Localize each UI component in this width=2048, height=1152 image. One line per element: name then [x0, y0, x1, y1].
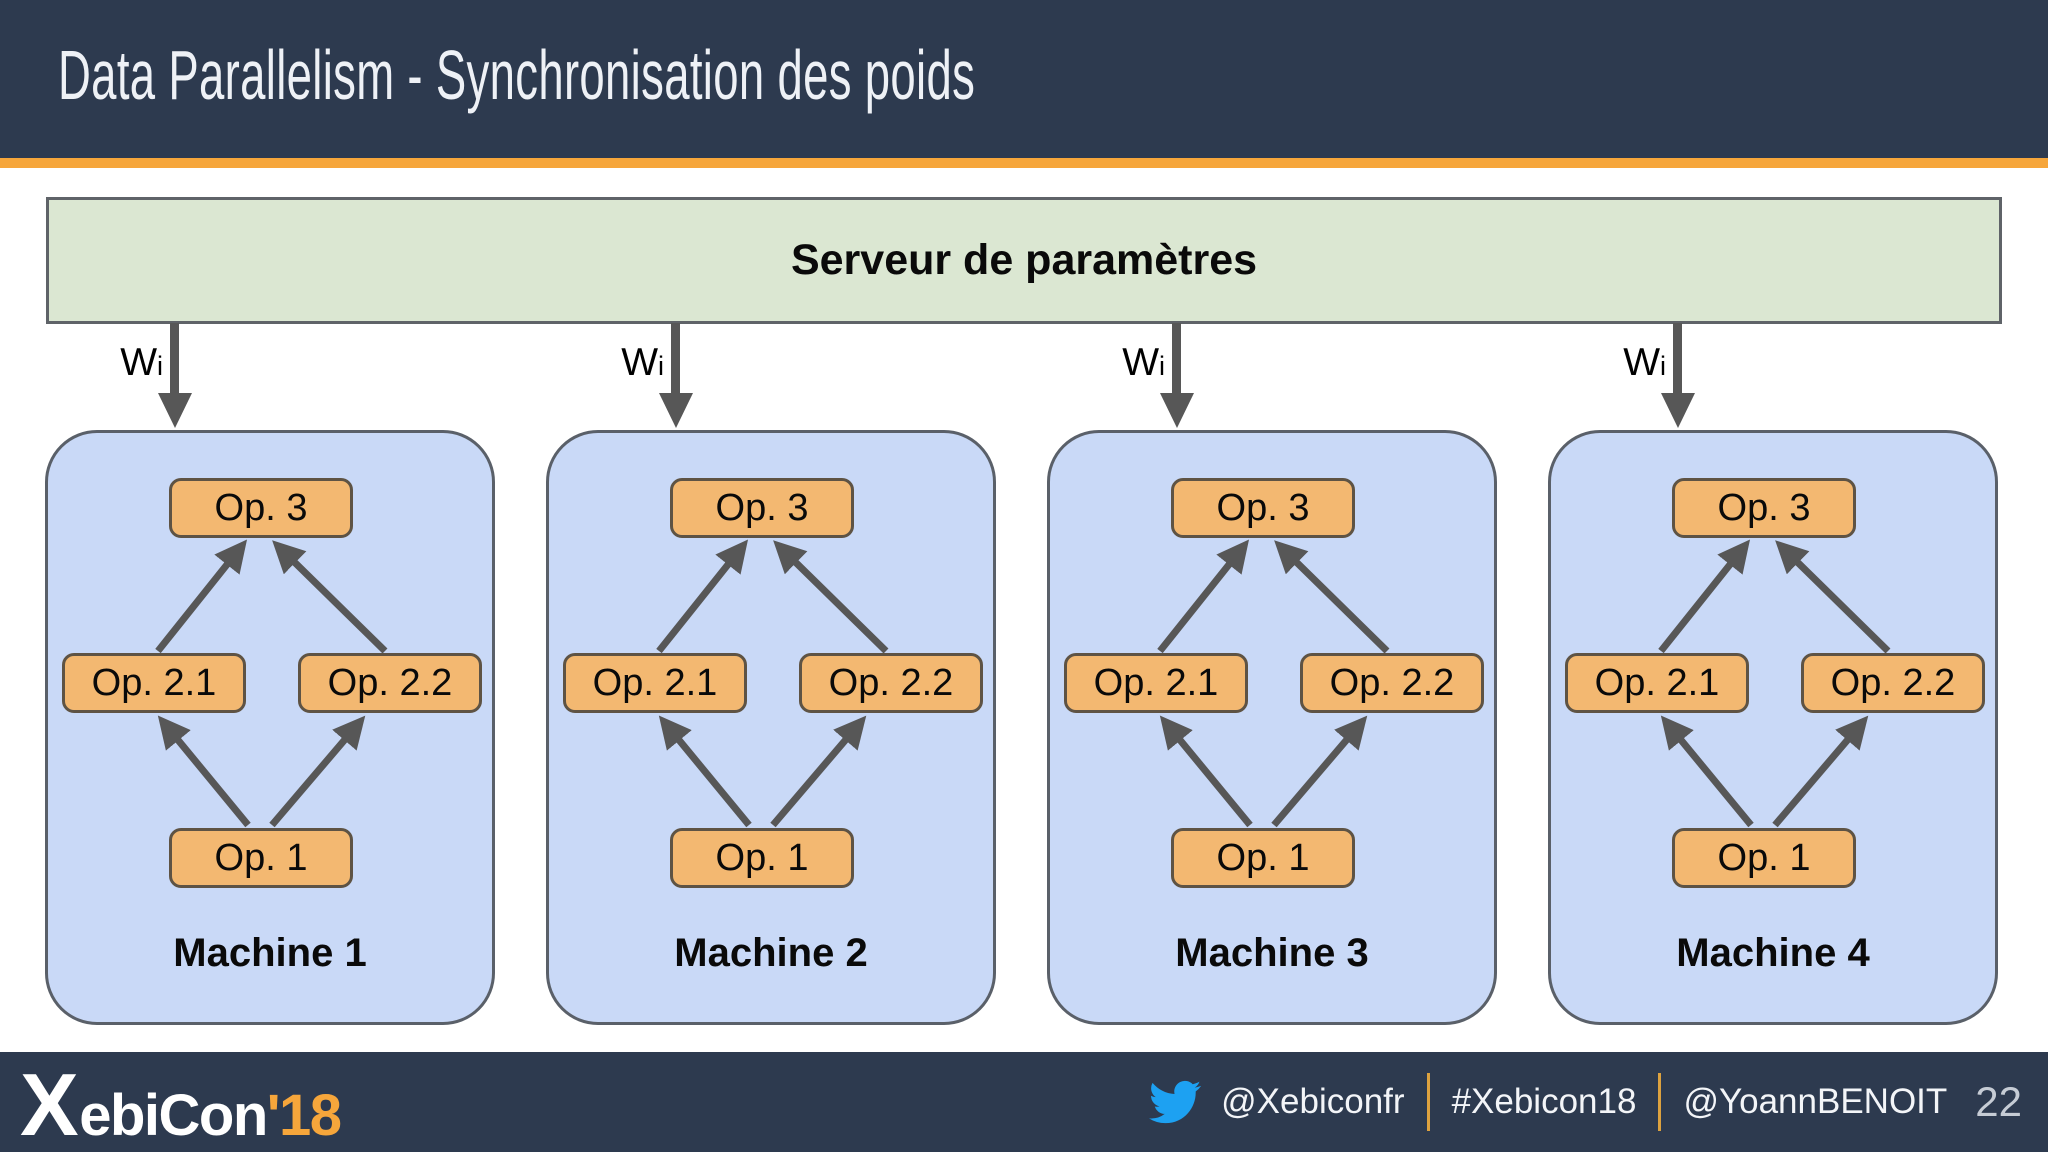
- dag-arrows: [155, 539, 388, 828]
- weight-arrow-head: [659, 393, 693, 428]
- slide-title: Data Parallelism - Synchronisation des p…: [58, 36, 976, 114]
- weight-arrow-shaft: [1172, 323, 1181, 395]
- op-node: Op. 3: [1171, 478, 1355, 538]
- op-node: Op. 3: [1672, 478, 1856, 538]
- op-node: Op. 2.1: [1565, 653, 1749, 713]
- logo-year: '18: [266, 1083, 342, 1148]
- op-node: Op. 2.2: [298, 653, 482, 713]
- header-bar: Data Parallelism - Synchronisation des p…: [0, 0, 2048, 158]
- twitter-bird-icon: [1149, 1076, 1202, 1128]
- op-node: Op. 2.1: [563, 653, 747, 713]
- footer-divider: [1426, 1073, 1430, 1131]
- op-node: Op. 2.2: [1801, 653, 1985, 713]
- dag-arrows: [1157, 539, 1390, 828]
- machine-label: Machine 2: [674, 931, 868, 975]
- weight-arrow-shaft: [1673, 323, 1682, 395]
- accent-bar: [0, 158, 2048, 168]
- parameter-server-label: Serveur de paramètres: [790, 236, 1258, 284]
- machine-box-3: Op. 3 Op. 2.1 Op. 2.2 Op. 1 Machine 3: [1047, 430, 1497, 1025]
- footer-divider: [1658, 1073, 1662, 1131]
- machine-label: Machine 3: [1175, 931, 1369, 975]
- twitter-handle: @Xebiconfr: [1221, 1082, 1405, 1121]
- weight-arrow-head: [1661, 393, 1695, 428]
- weight-label: Wi: [621, 341, 664, 384]
- op-node: Op. 2.1: [1064, 653, 1248, 713]
- weight-arrow-head: [1160, 393, 1194, 428]
- machine-box-4: Op. 3 Op. 2.1 Op. 2.2 Op. 1 Machine 4: [1548, 430, 1998, 1025]
- dag-arrows: [1658, 539, 1891, 828]
- weight-label: Wi: [1122, 341, 1165, 384]
- machine-label: Machine 4: [1676, 931, 1870, 975]
- op-node: Op. 2.1: [62, 653, 246, 713]
- logo-text: ebiCon: [79, 1083, 268, 1148]
- machine-box-2: Op. 3 Op. 2.1 Op. 2.2 Op. 1 Machine 2: [546, 430, 996, 1025]
- slide-page-number: 22: [1975, 1078, 2022, 1125]
- op-node: Op. 1: [169, 828, 353, 888]
- op-node: Op. 1: [670, 828, 854, 888]
- op-node: Op. 2.2: [1300, 653, 1484, 713]
- op-node: Op. 3: [169, 478, 353, 538]
- logo-x-glyph: X: [20, 1055, 79, 1152]
- parameter-server-box: Serveur de paramètres: [46, 197, 2002, 324]
- machine-box-1: Op. 3 Op. 2.1 Op. 2.2 Op. 1 Machine 1: [45, 430, 495, 1025]
- machine-label: Machine 1: [173, 931, 367, 975]
- event-hashtag: #Xebicon18: [1451, 1082, 1637, 1121]
- weight-arrow-shaft: [170, 323, 179, 395]
- op-node: Op. 2.2: [799, 653, 983, 713]
- weight-arrow-shaft: [671, 323, 680, 395]
- speaker-handle: @YoannBENOIT: [1683, 1082, 1948, 1121]
- op-node: Op. 1: [1171, 828, 1355, 888]
- dag-arrows: [656, 539, 889, 828]
- weight-label: Wi: [1623, 341, 1666, 384]
- weight-arrow-head: [158, 393, 192, 428]
- op-node: Op. 3: [670, 478, 854, 538]
- op-node: Op. 1: [1672, 828, 1856, 888]
- weight-label: Wi: [120, 341, 163, 384]
